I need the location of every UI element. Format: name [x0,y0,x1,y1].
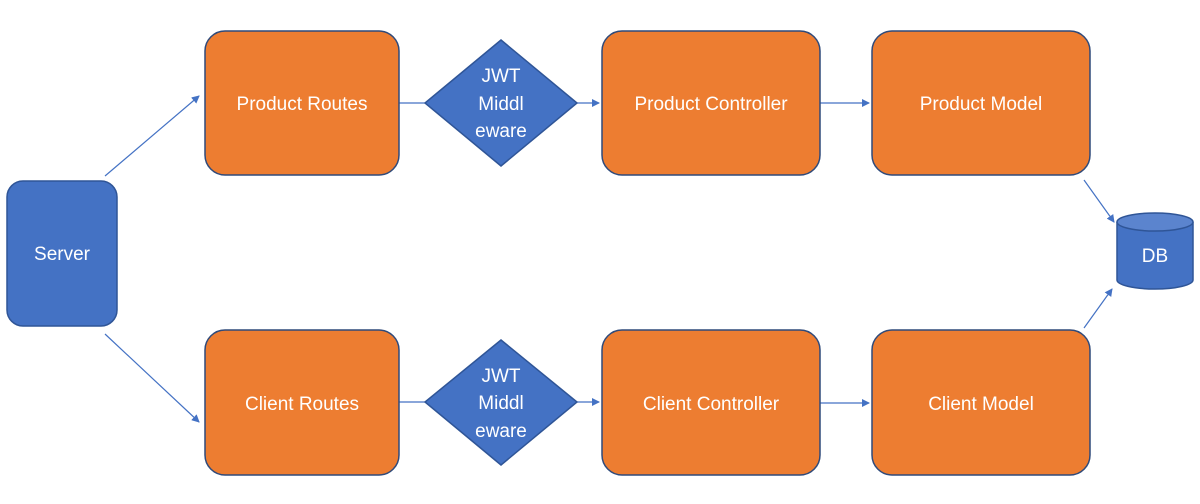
product-controller-label: Product Controller [634,94,788,115]
db-cylinder-node[interactable]: DB [1116,212,1194,290]
product-jwt-line-1: JWT [481,66,520,87]
edge-product-model-to-db [1083,179,1115,223]
product-jwt-middleware-node[interactable]: JWT Middl eware [423,39,579,167]
edge-server-to-product-routes [104,95,200,177]
client-controller-label: Client Controller [643,394,780,415]
client-routes-label: Client Routes [245,394,359,415]
client-model-node[interactable]: Client Model [871,329,1091,476]
product-controller-node[interactable]: Product Controller [601,30,821,176]
client-jwt-line-3: eware [475,421,527,442]
edge-client-model-to-db [1083,288,1113,329]
edge-server-to-client-routes [104,333,200,423]
product-model-node[interactable]: Product Model [871,30,1091,176]
product-jwt-line-3: eware [475,121,527,142]
client-jwt-line-2: Middl [478,393,523,414]
client-controller-node[interactable]: Client Controller [601,329,821,476]
product-jwt-line-2: Middl [478,94,523,115]
db-label: DB [1142,246,1168,267]
client-model-label: Client Model [928,394,1034,415]
client-jwt-middleware-node[interactable]: JWT Middl eware [423,339,579,466]
client-jwt-line-1: JWT [481,366,520,387]
client-routes-node[interactable]: Client Routes [204,329,400,476]
server-label: Server [34,244,91,265]
edges [104,95,1115,423]
server-node[interactable]: Server [6,180,118,327]
product-routes-node[interactable]: Product Routes [204,30,400,176]
product-routes-label: Product Routes [237,94,368,115]
product-model-label: Product Model [920,94,1043,115]
